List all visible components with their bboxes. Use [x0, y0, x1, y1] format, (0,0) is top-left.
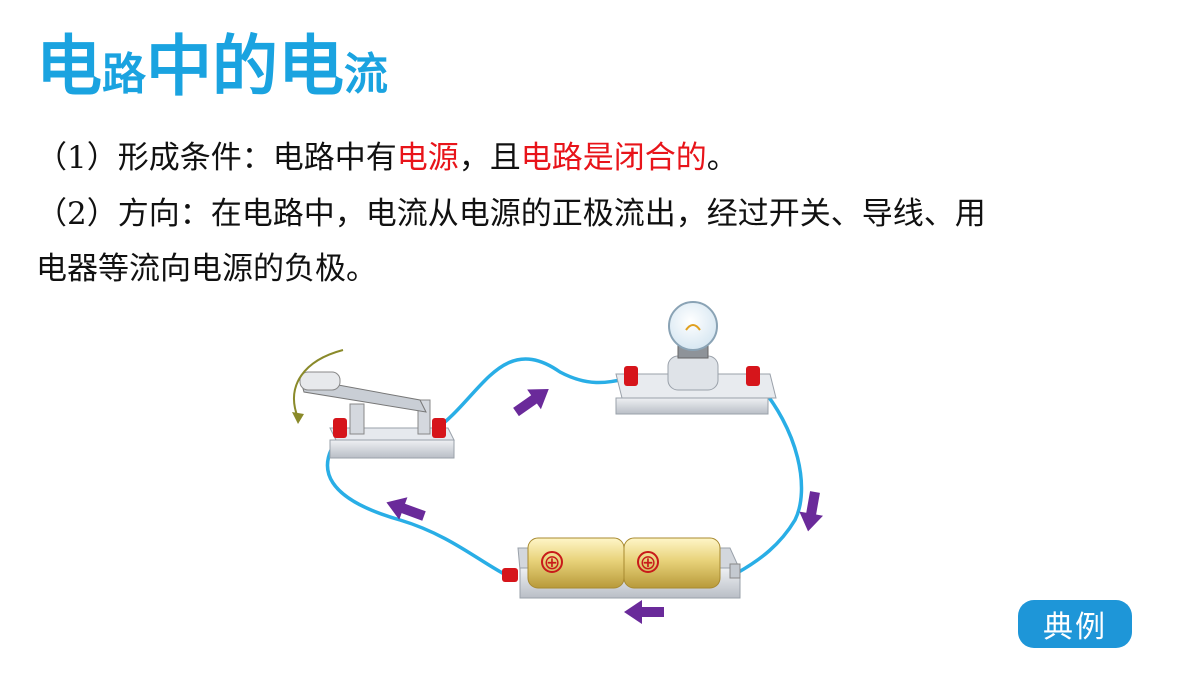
title-part: 电 — [36, 28, 102, 105]
highlight-closed-circuit: 电路是闭合的 — [520, 140, 707, 176]
title-part: 路 — [102, 49, 146, 100]
light-bulb — [615, 301, 777, 415]
current-arrow — [386, 389, 823, 624]
page-title: 电路中的电流 — [36, 34, 388, 100]
direction-line-continued: 电器等流向电源的负极。 — [36, 251, 377, 287]
plus-symbol: ⊕ — [544, 550, 561, 574]
direction-line: （2）方向：在电路中，电流从电源的正极流出，经过开关、导线、用 — [36, 196, 986, 232]
example-button[interactable]: 典例 — [1018, 600, 1132, 648]
battery-holder: ⊕ ⊕ — [502, 537, 741, 599]
title-part: 电 — [278, 28, 344, 105]
title-part: 中的 — [146, 28, 278, 105]
wire — [325, 357, 804, 578]
knife-switch — [292, 349, 455, 459]
highlight-power-source: 电源 — [396, 140, 459, 176]
condition-middle: ，且 — [458, 140, 521, 176]
plus-symbol: ⊕ — [640, 550, 657, 574]
condition-prefix: （1）形成条件：电路中有 — [36, 140, 397, 176]
condition-line: （1）形成条件：电路中有电源，且电路是闭合的。 — [36, 140, 738, 177]
title-part: 流 — [344, 49, 388, 100]
condition-suffix: 。 — [706, 140, 738, 176]
